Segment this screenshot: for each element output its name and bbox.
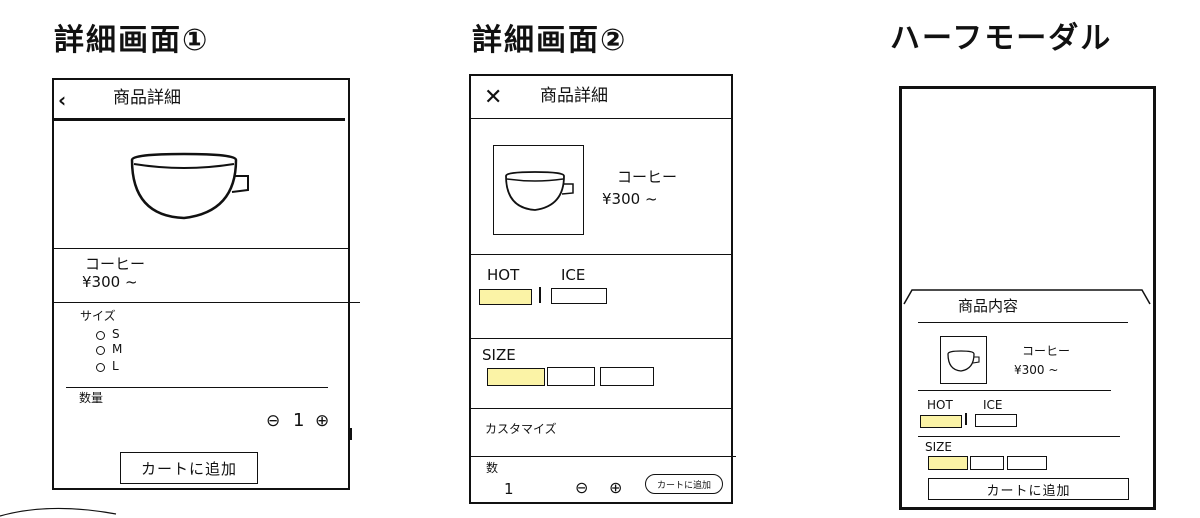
modal-product-name: コーヒー [1022,344,1071,358]
screen1-divider-1 [53,248,349,249]
modal-size-option-1[interactable] [928,456,968,470]
close-icon[interactable]: ✕ [484,85,503,110]
size-l-label: L [112,359,119,373]
coffee-cup-icon [505,171,574,211]
screen2-plus-button[interactable]: ⊕ [609,478,623,497]
screen1-frame [52,78,350,490]
modal-product-price: ¥300 ~ [1014,363,1059,377]
size-s-label: S [112,327,120,341]
screen2-add-to-cart-button[interactable]: カートに追加 [645,474,723,494]
modal-hot-label: HOT [927,398,953,412]
modal-title: 商品内容 [958,297,1019,315]
modal-top-edge [903,289,1151,305]
quantity-value: 1 [293,410,305,431]
screen2-product-price: ¥300 ~ [602,190,658,208]
modal-size-option-2[interactable] [970,456,1004,470]
modal-header-divider [918,322,1128,323]
screen2-product-name: コーヒー [617,168,678,186]
screen1-title: 詳細画面① [54,23,210,58]
screen2-divider-4 [470,456,736,457]
screen2-header-title: 商品詳細 [540,86,608,106]
screen2-minus-button[interactable]: ⊖ [575,478,589,497]
size-s-radio[interactable] [96,331,105,340]
add-to-cart-button[interactable]: カートに追加 [120,452,258,484]
screen1-header-divider [53,118,345,121]
modal-size-option-3[interactable] [1007,456,1047,470]
ice-label: ICE [561,266,586,284]
chevron-left-icon[interactable]: ‹ [58,88,67,112]
modal-ice-option[interactable] [975,414,1017,427]
modal-option-separator [965,413,967,425]
screen1-quantity-label: 数量 [79,391,104,405]
size-option-3[interactable] [600,367,654,386]
screen2-header-divider [470,118,731,119]
screen1-product-name: コーヒー [85,255,146,273]
modal-hot-option[interactable] [920,415,962,428]
modal-ice-label: ICE [983,398,1003,412]
screen2-quantity-value: 1 [504,480,514,498]
modal-divider-1 [918,390,1111,391]
size-m-label: M [112,342,123,356]
screen2-divider-2 [470,338,731,339]
screen2-divider-1 [470,254,731,255]
size-l-radio[interactable] [96,363,105,372]
screen3-title: ハーフモーダル [890,21,1113,56]
modal-divider-2 [918,436,1120,437]
screen1-header-title: 商品詳細 [113,88,181,108]
quantity-minus-button[interactable]: ⊖ [266,411,281,431]
screen1-divider-2 [53,302,360,303]
modal-size-label: SIZE [925,440,952,454]
hot-label: HOT [487,266,520,284]
screen2-quantity-label: 数 [486,461,499,475]
size-option-2[interactable] [547,367,595,386]
screen1-divider-3 [66,387,328,388]
screen3-frame [899,86,1156,510]
screen1-product-price: ¥300 ~ [82,273,138,291]
pen-stroke [0,507,117,517]
customize-label[interactable]: カスタマイズ [485,422,557,436]
scroll-mark [350,428,352,440]
ice-option[interactable] [551,288,607,304]
screen2-title: 詳細画面② [472,23,628,58]
coffee-cup-icon [130,152,249,220]
coffee-cup-icon [947,350,980,372]
size-m-radio[interactable] [96,346,105,355]
screen2-divider-3 [470,408,731,409]
option-separator [539,287,541,303]
size-label: SIZE [482,346,516,364]
size-option-1[interactable] [487,368,545,386]
screen1-size-label: サイズ [80,309,116,323]
modal-add-to-cart-button[interactable]: カートに追加 [928,478,1129,500]
hot-option[interactable] [479,289,532,305]
quantity-plus-button[interactable]: ⊕ [315,411,330,431]
